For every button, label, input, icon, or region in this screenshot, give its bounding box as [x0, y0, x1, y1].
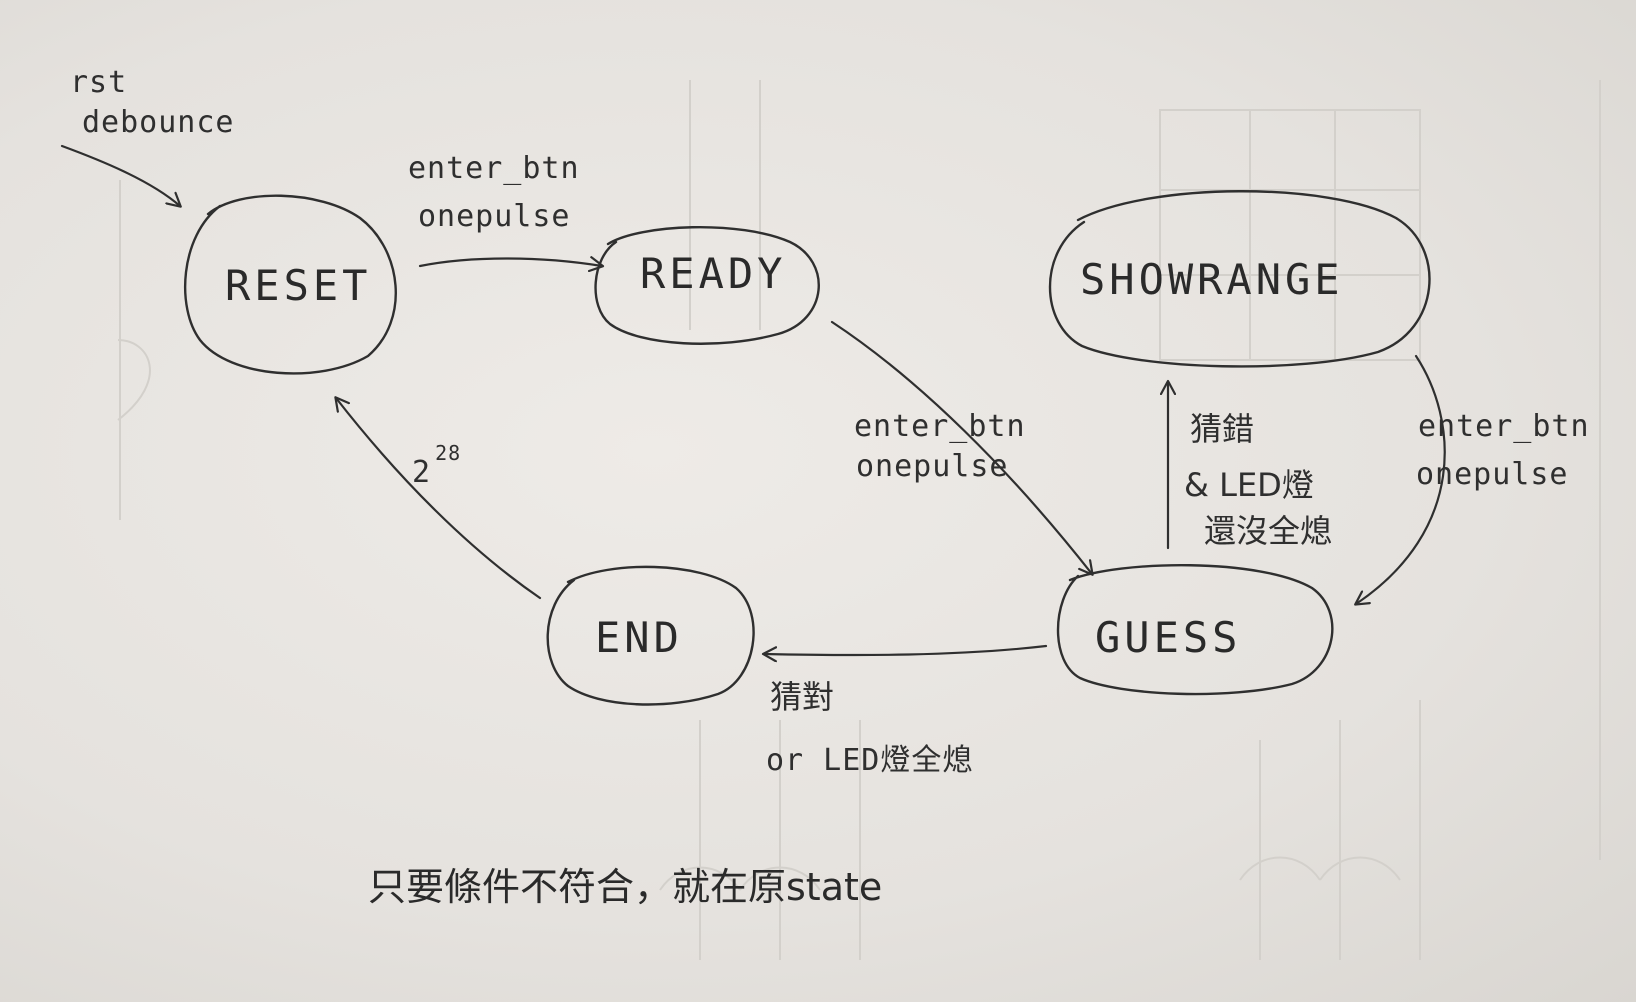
- state-guess-label: GUESS: [1095, 613, 1241, 662]
- edge-showrange-to-guess-label-line2: onepulse: [1416, 457, 1569, 492]
- edge-guess-to-end-label-line2: or LED燈全熄: [766, 743, 973, 778]
- edge-reset-to-ready-label-line2: onepulse: [418, 199, 571, 234]
- bleed-through-marks: [117, 80, 1601, 960]
- edge-guess-to-end-label-line1: 猜對: [770, 678, 834, 716]
- edge-reset-to-ready-arrow: [418, 259, 602, 267]
- state-guess-ring: [1056, 564, 1334, 696]
- state-end: END: [546, 565, 755, 706]
- edge-entry: rst debounce: [60, 65, 235, 206]
- edge-end-to-reset-base: 2: [412, 455, 431, 490]
- edge-end-to-reset-label: 228: [412, 441, 461, 490]
- state-ready: READY: [594, 226, 820, 345]
- state-reset-ring: [183, 194, 397, 375]
- edge-entry-label-line1: rst: [70, 65, 127, 100]
- edge-end-to-reset-exponent: 28: [435, 441, 461, 465]
- edge-entry-label-line2: debounce: [82, 105, 235, 140]
- edge-ready-to-guess-label-line2: onepulse: [856, 449, 1009, 484]
- edge-guess-to-end-arrow: [764, 644, 1048, 655]
- state-ready-ring: [594, 226, 820, 345]
- edge-reset-to-ready: enter_btn onepulse: [408, 151, 602, 266]
- edge-ready-to-guess: enter_btn onepulse: [830, 320, 1092, 574]
- edge-showrange-to-guess-label-line1: enter_btn: [1418, 409, 1590, 444]
- state-guess: GUESS: [1056, 564, 1334, 696]
- edge-showrange-to-guess: enter_btn onepulse: [1356, 354, 1590, 604]
- edge-guess-to-showrange: 猜錯 & LED燈 還沒全熄: [1168, 382, 1332, 550]
- state-showrange: SHOWRANGE: [1048, 190, 1431, 368]
- edge-entry-arrow: [60, 144, 180, 206]
- state-showrange-label: SHOWRANGE: [1080, 255, 1344, 304]
- note-stay-in-state: 只要條件不符合，就在原state: [368, 865, 882, 909]
- edge-guess-to-showrange-label-line1: 猜錯: [1190, 410, 1254, 448]
- edge-guess-to-showrange-label-line3: 還沒全熄: [1204, 512, 1332, 550]
- state-showrange-ring: [1048, 190, 1431, 368]
- edge-guess-to-end: 猜對 or LED燈全熄: [764, 644, 1048, 778]
- state-end-ring: [546, 565, 755, 706]
- edge-ready-to-guess-label-line1: enter_btn: [854, 409, 1026, 444]
- edge-end-to-reset-arrow: [336, 398, 542, 600]
- edge-guess-to-showrange-label-line2: & LED燈: [1184, 466, 1314, 504]
- edge-showrange-to-guess-arrow: [1356, 354, 1446, 604]
- state-end-label: END: [595, 613, 683, 662]
- state-reset-label: RESET: [225, 261, 371, 310]
- edge-ready-to-guess-arrow: [830, 320, 1092, 574]
- state-ready-label: READY: [640, 249, 786, 298]
- edge-end-to-reset: 228: [336, 398, 542, 600]
- edge-reset-to-ready-label-line1: enter_btn: [408, 151, 580, 186]
- state-reset: RESET: [183, 194, 397, 375]
